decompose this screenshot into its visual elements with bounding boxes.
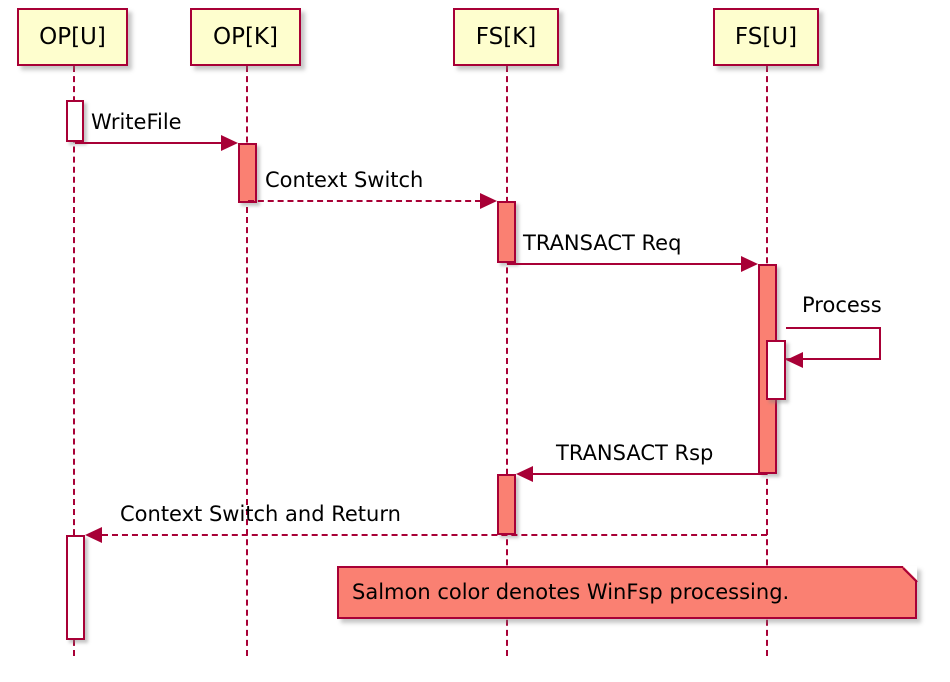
message-line-writefile [75, 142, 222, 144]
note-fold-corner-icon [903, 566, 917, 580]
lifeline-fs-k [506, 66, 508, 656]
participant-fs-k[interactable]: FS[K] [453, 8, 559, 66]
message-line-context-switch [248, 200, 481, 202]
message-line-context-switch-return [102, 534, 767, 536]
participant-op-u[interactable]: OP[U] [17, 8, 128, 66]
self-message-box-process [786, 327, 881, 360]
message-label-context-switch: Context Switch [265, 168, 424, 192]
participant-label: FS[K] [475, 23, 537, 50]
message-label-transact-req: TRANSACT Req [523, 231, 682, 255]
message-line-transact-req [507, 263, 742, 265]
lifeline-op-k [246, 66, 248, 656]
message-label-transact-rsp: TRANSACT Rsp [556, 441, 714, 465]
message-label-writefile: WriteFile [91, 110, 182, 134]
participant-label: OP[K] [212, 23, 278, 50]
participant-label: FS[U] [734, 23, 798, 50]
arrow-head-context-switch [480, 193, 497, 209]
activation-op-u-1 [66, 100, 84, 142]
activation-op-u-2 [66, 535, 85, 640]
activation-fs-k-2 [497, 474, 516, 535]
message-label-process: Process [802, 293, 882, 317]
participant-label: OP[U] [39, 23, 106, 50]
activation-op-k-1 [238, 143, 257, 203]
arrow-head-transact-req [741, 256, 758, 272]
participant-fs-u[interactable]: FS[U] [713, 8, 819, 66]
activation-fs-k-1 [497, 201, 516, 263]
note-text: Salmon color denotes WinFsp processing. [352, 580, 790, 604]
arrow-head-process [786, 352, 803, 368]
note-salmon-legend [337, 566, 917, 619]
arrow-head-transact-rsp [516, 466, 533, 482]
arrow-head-context-switch-return [85, 527, 102, 543]
activation-fs-u-2-nested [766, 340, 786, 400]
message-line-transact-rsp [533, 473, 767, 475]
message-label-context-switch-return: Context Switch and Return [120, 502, 401, 526]
participant-op-k[interactable]: OP[K] [190, 8, 301, 66]
lifeline-op-u [73, 66, 75, 656]
arrow-head-writefile [221, 135, 238, 151]
